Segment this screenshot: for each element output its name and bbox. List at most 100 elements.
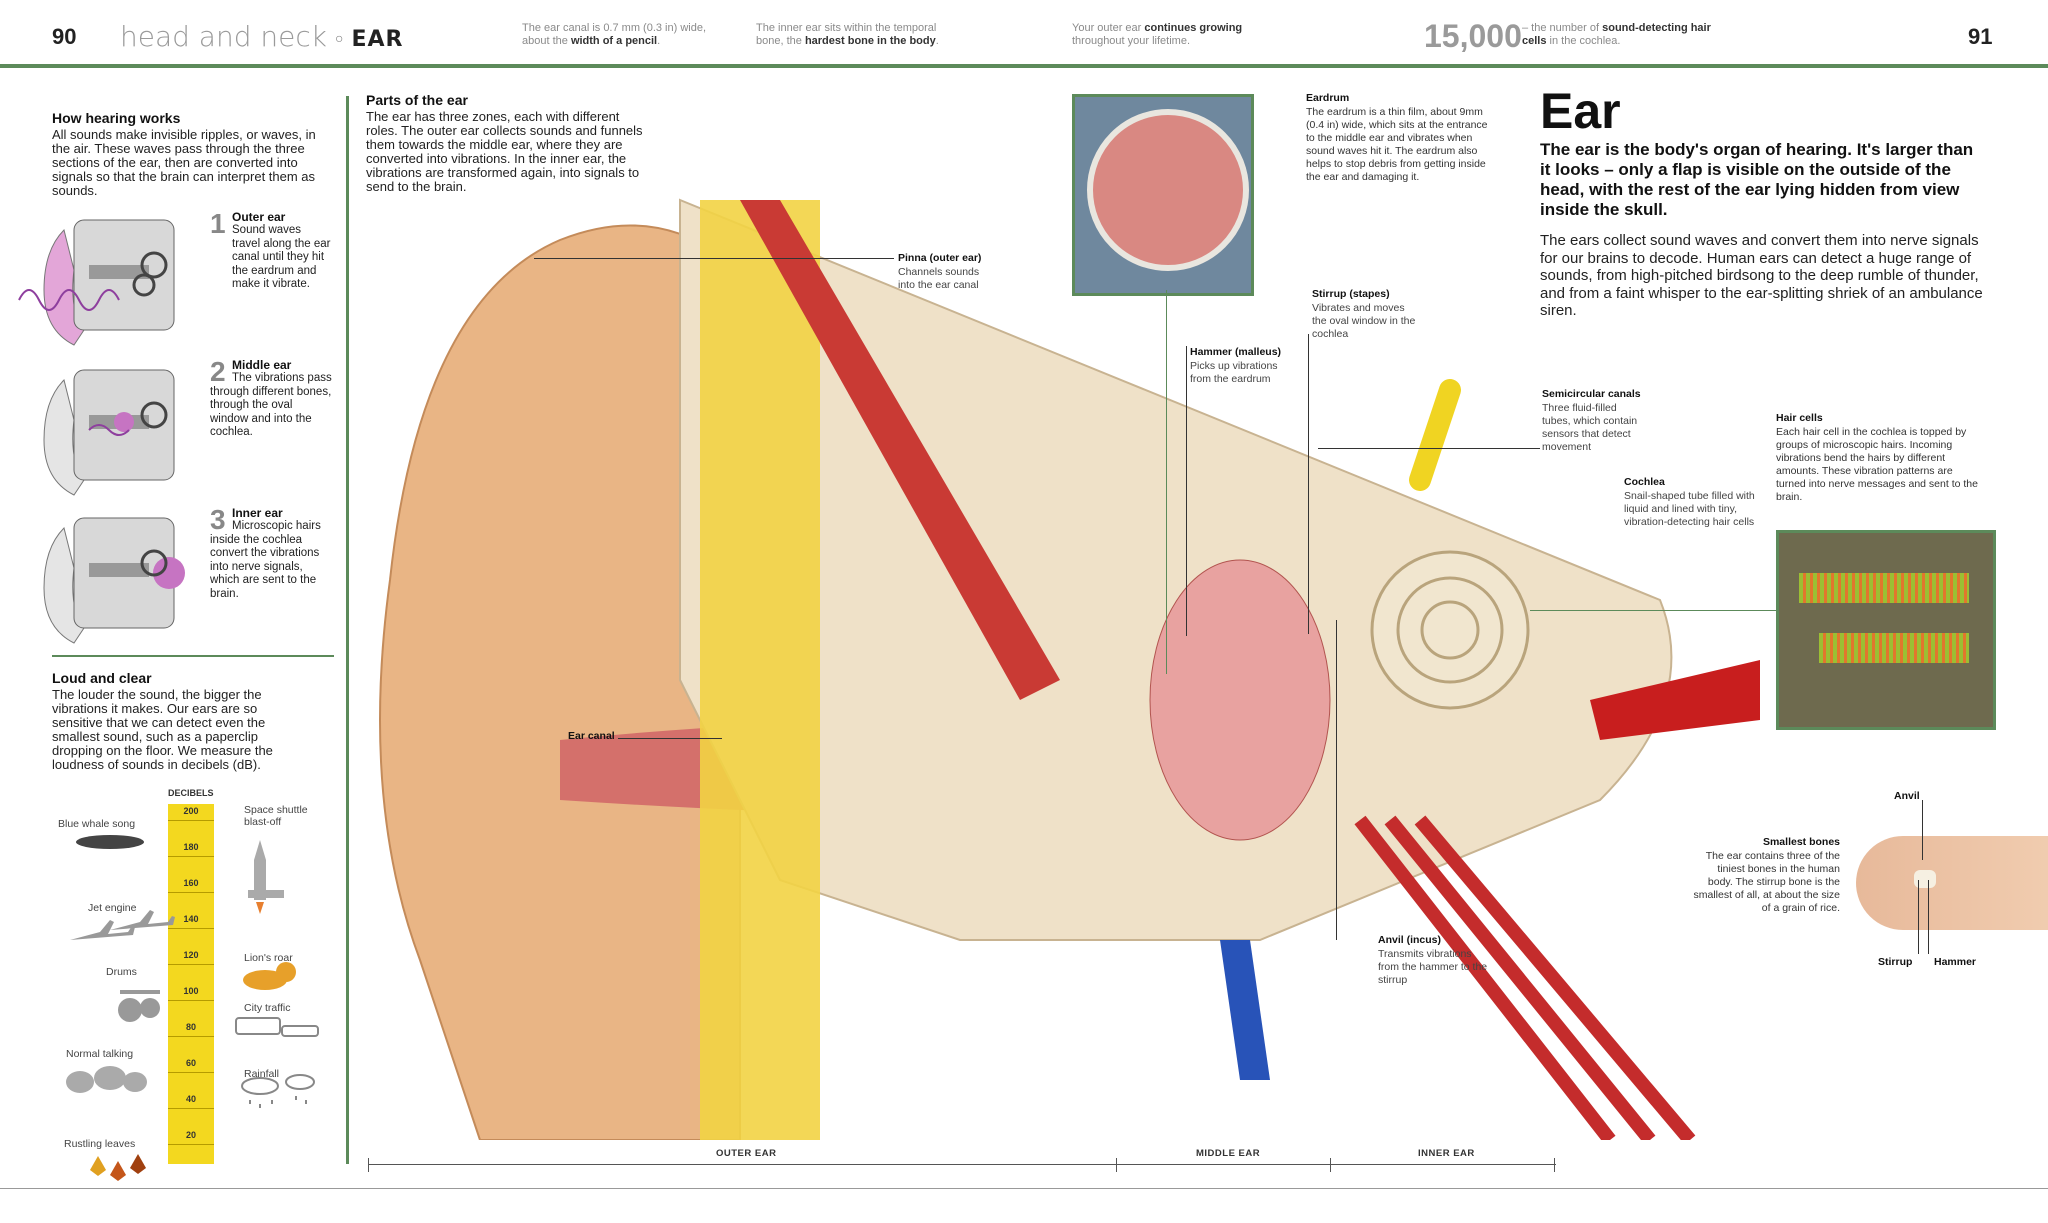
body-text: The ears collect sound waves and convert… — [1540, 232, 1983, 319]
bullet-icon: ○ — [334, 30, 344, 47]
decibel-tick-label: 20 — [185, 1130, 196, 1140]
big-number-caption: – the number of sound-detecting hair cel… — [1522, 22, 1711, 47]
page-title: Ear — [1540, 83, 1621, 139]
talking-icon — [66, 1066, 147, 1093]
hair-cells-photo — [1776, 530, 1996, 730]
decibel-tick-label: 120 — [183, 950, 199, 960]
eardrum-photo — [1072, 94, 1254, 296]
pinna-label-title: Pinna (outer ear) — [898, 252, 982, 264]
zone-outer-ear: OUTER EAR — [716, 1148, 777, 1159]
fact-2: The inner ear sits within the temporal b… — [756, 22, 939, 47]
decibel-tick-line — [168, 1000, 214, 1001]
decibel-tick-label: 160 — [183, 878, 199, 888]
hammer-leader — [1186, 346, 1187, 636]
fact-1: The ear canal is 0.7 mm (0.3 in) wide, a… — [522, 22, 707, 47]
drums-icon — [118, 990, 160, 1022]
anvil-leader — [1336, 620, 1337, 940]
decibel-tick-label: 140 — [183, 914, 199, 924]
cochlea-label-text: Snail-shaped tube filled with liquid and… — [1624, 490, 1755, 528]
cochlea-label-title: Cochlea — [1624, 476, 1665, 488]
zone-tick-outer-middle — [1116, 1158, 1117, 1172]
canal-label-title: Ear canal — [568, 730, 615, 742]
semicircular-label-text: Three fluid-filled tubes, which contain … — [1542, 402, 1638, 453]
canal-leader — [618, 738, 722, 739]
cochlea-icon — [1370, 550, 1530, 710]
cartilage-yellow — [700, 200, 820, 1140]
pinna-leader — [534, 258, 894, 259]
finger-stirrup-leader — [1918, 880, 1919, 954]
middle-ear-cavity — [1149, 559, 1331, 841]
eardrum-membrane — [1087, 109, 1249, 271]
eardrum-label-text: The eardrum is a thin film, about 9mm (0… — [1306, 106, 1488, 183]
jet-icon — [70, 910, 175, 940]
step-1-text: Sound waves travel along the ear canal u… — [232, 224, 331, 290]
step-1-number: 1 — [210, 208, 226, 239]
ear-bones-on-finger — [1914, 870, 1936, 888]
sound-rustling-leaves: Rustling leaves — [64, 1138, 136, 1150]
decibel-tick-label: 60 — [185, 1058, 196, 1068]
hair-cells-leader — [1530, 610, 1776, 611]
step-1-title: Outer ear — [232, 210, 286, 224]
zone-axis — [368, 1164, 1556, 1165]
decibel-tick-line — [168, 892, 214, 893]
hammer-label-title: Hammer (malleus) — [1190, 346, 1282, 358]
finger-stirrup-label: Stirrup — [1878, 956, 1913, 968]
stirrup-label-text: Vibrates and moves the oval window in th… — [1312, 302, 1416, 340]
pinna-shape — [379, 224, 741, 1140]
finger-hammer-label: Hammer — [1934, 956, 1977, 968]
sound-drums: Drums — [106, 966, 137, 978]
breadcrumb: head and neck○EAR — [120, 20, 403, 53]
decibel-tick-label: 180 — [183, 842, 199, 852]
middle-ear-diagram — [43, 369, 175, 496]
sound-icons — [66, 835, 319, 1181]
fact-3: Your outer ear continues growing through… — [1072, 22, 1243, 47]
shuttle-icon — [248, 840, 284, 914]
decibel-tick-line — [168, 928, 214, 929]
stirrup-leader — [1308, 334, 1309, 634]
zone-inner-ear: INNER EAR — [1418, 1148, 1475, 1159]
hammer-label-text: Picks up vibrations from the eardrum — [1190, 360, 1278, 385]
left-column-border — [346, 96, 349, 1164]
step-2-number: 2 — [210, 356, 226, 387]
step-3-text: Microscopic hairs inside the cochlea con… — [210, 520, 321, 600]
big-number: 15,000 — [1424, 18, 1522, 54]
sound-jet-engine: Jet engine — [88, 902, 137, 914]
decibel-tick-line — [168, 1072, 214, 1073]
how-hearing-title: How hearing works — [52, 110, 181, 126]
skin-red-band — [740, 200, 1060, 700]
lion-icon — [243, 962, 296, 990]
decibel-tick-line — [168, 856, 214, 857]
hair-cells-label-title: Hair cells — [1776, 412, 1823, 424]
sound-lions-roar: Lion's roar — [244, 952, 293, 964]
parts-title: Parts of the ear — [366, 92, 468, 108]
red-tubes — [1354, 815, 1696, 1140]
parts-text: The ear has three zones, each with diffe… — [366, 109, 643, 194]
finger-anvil-label: Anvil — [1894, 790, 1920, 802]
right-page-number: 91 — [1968, 24, 1993, 49]
step-3-title: Inner ear — [232, 506, 283, 520]
decibel-bar — [168, 804, 214, 1164]
rain-icon — [241, 1074, 315, 1108]
nerve-yellow — [1409, 379, 1461, 491]
fingertip-photo — [1856, 836, 2048, 930]
decibel-tick-line — [168, 1036, 214, 1037]
blue-vein — [1220, 940, 1270, 1080]
loud-text: The louder the sound, the bigger the vib… — [52, 687, 273, 772]
sound-rainfall: Rainfall — [244, 1068, 280, 1080]
sound-normal-talking: Normal talking — [66, 1048, 134, 1060]
anvil-label-title: Anvil (incus) — [1378, 934, 1442, 946]
smallest-bones-text: The ear contains three of the tiniest bo… — [1693, 850, 1841, 914]
decibel-tick-line — [168, 1144, 214, 1145]
zone-middle-ear: MIDDLE EAR — [1196, 1148, 1261, 1159]
semicircular-label-title: Semicircular canals — [1542, 388, 1641, 400]
how-hearing-text: All sounds make invisible ripples, or wa… — [52, 127, 316, 198]
outer-ear-diagram — [18, 219, 175, 346]
inner-ear-diagram — [43, 517, 185, 644]
page-bottom-rule — [0, 1188, 2048, 1189]
left-page-number: 90 — [52, 24, 77, 49]
traffic-icon — [235, 1017, 319, 1037]
decibel-axis-label: DECIBELS — [168, 788, 214, 798]
zone-tick-end — [1554, 1158, 1555, 1172]
anvil-label-text: Transmits vibrations from the hammer to … — [1378, 948, 1488, 986]
eardrum-label-title: Eardrum — [1306, 92, 1350, 104]
